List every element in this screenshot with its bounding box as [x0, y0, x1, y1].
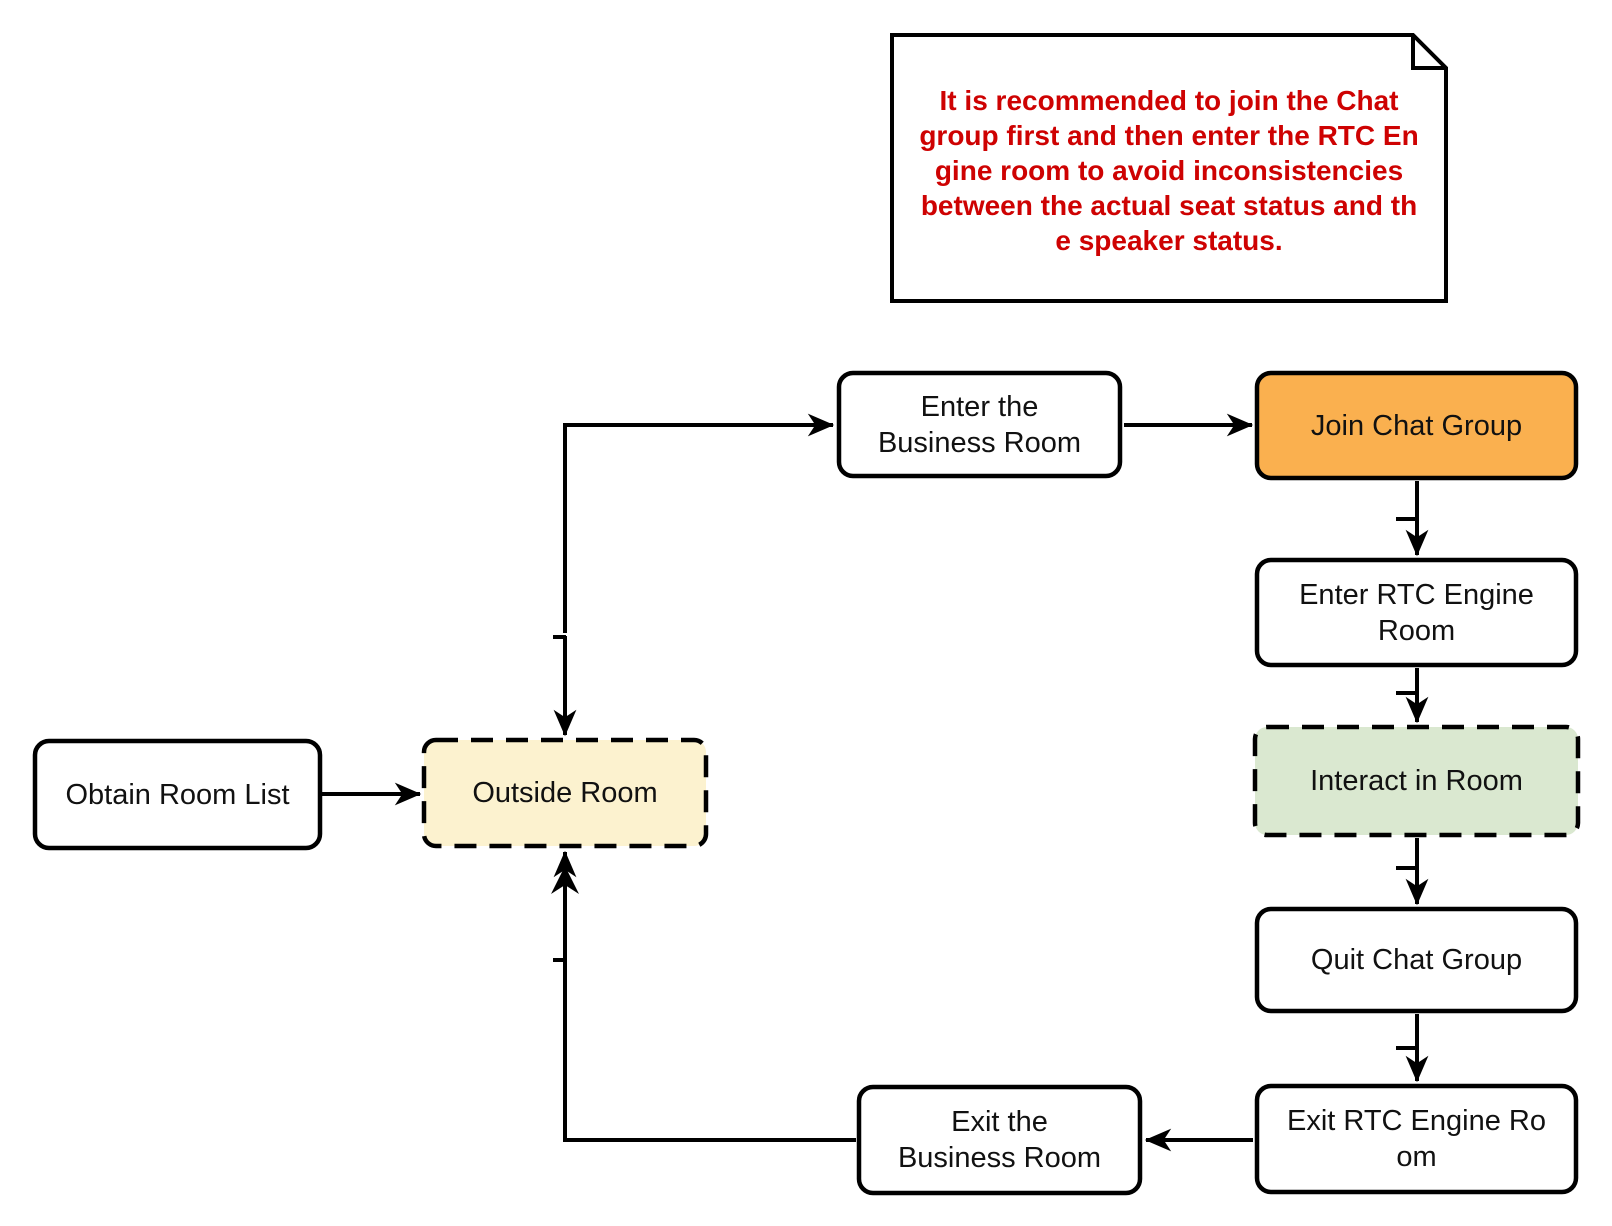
- node-exit-rtc-engine-room-box: [1254, 1083, 1579, 1195]
- arrow-exit-business-to-outside: [553, 850, 856, 1142]
- note-box: [890, 33, 1448, 303]
- node-exit-business-room-box: [856, 1084, 1143, 1196]
- node-obtain-room-list-box: [32, 738, 323, 851]
- note-folded-corner-icon: [1411, 35, 1446, 70]
- node-outside-room-box: [421, 737, 709, 849]
- node-interact-in-room-box: [1252, 724, 1581, 838]
- node-quit-chat-group-box: [1254, 906, 1579, 1014]
- node-enter-rtc-engine-room-box: [1254, 557, 1579, 668]
- double-arrowhead-chevron: [551, 866, 579, 894]
- node-join-chat-group-box: [1254, 370, 1579, 481]
- arrow-outside-to-enter-business: [563, 413, 835, 633]
- node-enter-business-room-box: [836, 370, 1123, 479]
